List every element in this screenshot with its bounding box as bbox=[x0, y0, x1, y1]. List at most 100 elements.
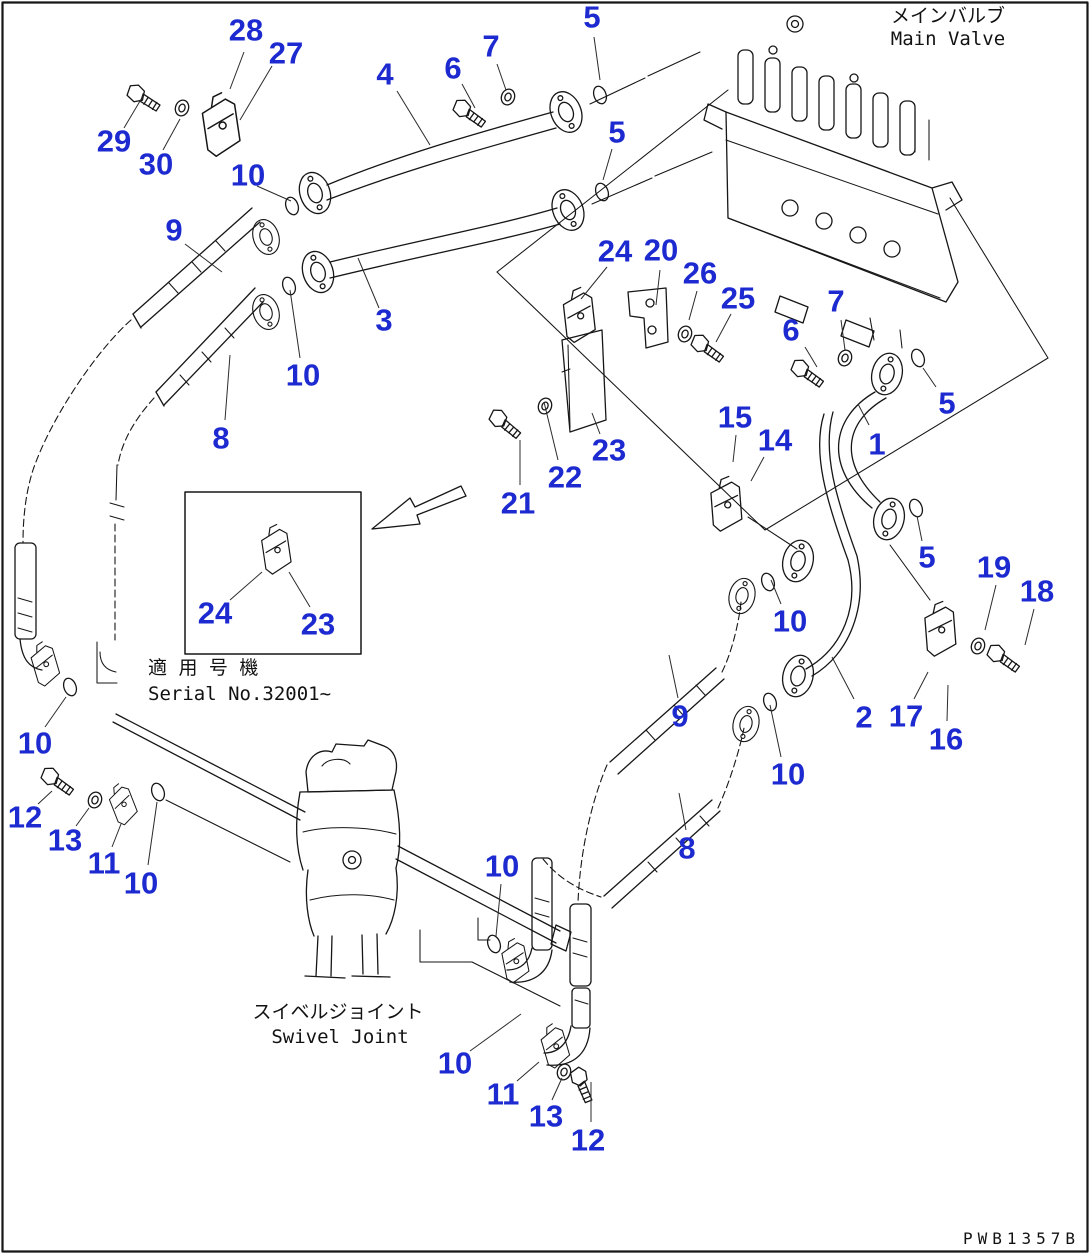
leader-line-5-9 bbox=[602, 148, 613, 181]
callout-4-5: 4 bbox=[376, 57, 394, 92]
leader-line-10-12 bbox=[289, 289, 301, 359]
callout-18-29: 18 bbox=[1020, 574, 1054, 609]
hose-8-left bbox=[96, 287, 264, 684]
tube-8-right bbox=[542, 727, 745, 909]
callout-16-33: 16 bbox=[929, 722, 963, 757]
left-vertical-hose bbox=[14, 542, 43, 671]
leader-line-19-28 bbox=[984, 584, 997, 631]
leader-line-16-33 bbox=[946, 684, 949, 722]
callout-14-26: 14 bbox=[758, 423, 793, 458]
label-main-valve-jp: メインバルブ bbox=[891, 4, 1005, 27]
callout-5-8: 5 bbox=[583, 0, 600, 35]
callout-9-35: 9 bbox=[671, 699, 688, 734]
leader-line-24-47 bbox=[229, 571, 263, 601]
leader-line-28-0 bbox=[229, 51, 245, 90]
callout-28-0: 28 bbox=[229, 13, 263, 48]
callout-10-42: 10 bbox=[485, 849, 519, 884]
leader-line-20-15 bbox=[655, 269, 661, 306]
leader-line-13-45 bbox=[551, 1077, 563, 1101]
callout-5-27: 5 bbox=[918, 540, 935, 575]
callout-5-23: 5 bbox=[938, 386, 955, 421]
callout-1-24: 1 bbox=[868, 427, 885, 462]
leader-line-11-44 bbox=[516, 1061, 540, 1082]
leader-line-29-2 bbox=[123, 95, 144, 129]
callout-29-2: 29 bbox=[97, 124, 131, 159]
callout-2-31: 2 bbox=[855, 700, 872, 735]
callout-13-45: 13 bbox=[529, 1099, 563, 1134]
callout-17-32: 17 bbox=[889, 699, 923, 734]
callout-19-28: 19 bbox=[977, 550, 1011, 585]
callout-10-30: 10 bbox=[773, 604, 807, 639]
vertical-hoses-bottom bbox=[506, 857, 592, 1066]
callout-24-47: 24 bbox=[198, 596, 233, 631]
leader-line-30-3 bbox=[162, 118, 181, 151]
leader-line-15-25 bbox=[732, 434, 737, 463]
o-rings bbox=[60, 83, 928, 956]
leader-line-8-13 bbox=[224, 354, 231, 421]
leader-line-12-38 bbox=[37, 790, 53, 805]
callout-24-14: 24 bbox=[598, 234, 633, 269]
callout-5-9: 5 bbox=[608, 115, 625, 150]
label-drawing-number: PWB1357B bbox=[963, 1229, 1080, 1248]
callout-20-15: 20 bbox=[644, 233, 678, 268]
callout-6-21: 6 bbox=[782, 313, 799, 348]
pipe-3 bbox=[329, 207, 561, 279]
callout-10-12: 10 bbox=[286, 358, 320, 393]
leader-line-5-27 bbox=[916, 515, 923, 542]
main-valve-drawing bbox=[703, 15, 963, 349]
leader-line-11-40 bbox=[111, 823, 122, 848]
callout-10-37: 10 bbox=[18, 726, 52, 761]
callout-23-48: 23 bbox=[301, 607, 335, 642]
pipe-1 bbox=[837, 391, 887, 509]
leader-line-9-10 bbox=[184, 243, 223, 273]
callout-10-4: 10 bbox=[231, 158, 265, 193]
leader-line-14-26 bbox=[750, 456, 765, 482]
callout-15-25: 15 bbox=[718, 400, 752, 435]
pipe-4 bbox=[326, 111, 557, 201]
callout-22-19: 22 bbox=[548, 460, 582, 495]
callout-25-17: 25 bbox=[721, 281, 755, 316]
leader-line-17-32 bbox=[913, 671, 929, 700]
callout-6-6: 6 bbox=[444, 51, 461, 86]
leader-line-23-48 bbox=[288, 571, 311, 608]
callout-10-34: 10 bbox=[771, 757, 805, 792]
leader-line-5-23 bbox=[922, 367, 937, 388]
swivel-feed-rod bbox=[112, 713, 306, 863]
hose-9-left bbox=[22, 207, 261, 544]
leader-line-5-8 bbox=[593, 36, 601, 81]
leader-line-3-11 bbox=[357, 257, 380, 309]
leader-line-10-43 bbox=[469, 1013, 522, 1052]
direction-arrow bbox=[371, 485, 467, 530]
flanges bbox=[247, 86, 910, 745]
leader-line-2-31 bbox=[831, 656, 855, 700]
bracket-plate-assembly bbox=[561, 287, 669, 433]
text-labels: メインバルブ Main Valve スイベルジョイント Swivel Joint… bbox=[148, 4, 1080, 1248]
label-swivel-joint-en: Swivel Joint bbox=[271, 1026, 408, 1048]
callout-10-43: 10 bbox=[438, 1046, 472, 1081]
inset-box bbox=[184, 491, 362, 655]
tube-9-right bbox=[577, 601, 742, 903]
label-serial-en: Serial No.32001~ bbox=[148, 683, 331, 705]
callout-13-39: 13 bbox=[48, 823, 82, 858]
leader-line-9-35 bbox=[668, 654, 679, 699]
callout-12-46: 12 bbox=[571, 1123, 605, 1158]
swivel-joint-drawing bbox=[295, 739, 572, 1007]
callout-8-13: 8 bbox=[212, 421, 229, 456]
label-main-valve-en: Main Valve bbox=[891, 28, 1005, 50]
leader-line-7-7 bbox=[496, 63, 507, 91]
label-serial-jp: 適 用 号 機 bbox=[148, 657, 258, 679]
leader-line-10-42 bbox=[495, 883, 502, 937]
leader-line-8-36 bbox=[678, 792, 687, 831]
callout-11-40: 11 bbox=[88, 846, 121, 881]
callout-10-41: 10 bbox=[124, 866, 158, 901]
callout-30-3: 30 bbox=[139, 147, 173, 182]
pipe-2 bbox=[805, 411, 861, 677]
callout-12-38: 12 bbox=[8, 800, 42, 835]
leader-line-6-21 bbox=[804, 346, 818, 368]
leader-line-13-39 bbox=[75, 807, 90, 827]
leader-line-25-17 bbox=[715, 313, 732, 343]
